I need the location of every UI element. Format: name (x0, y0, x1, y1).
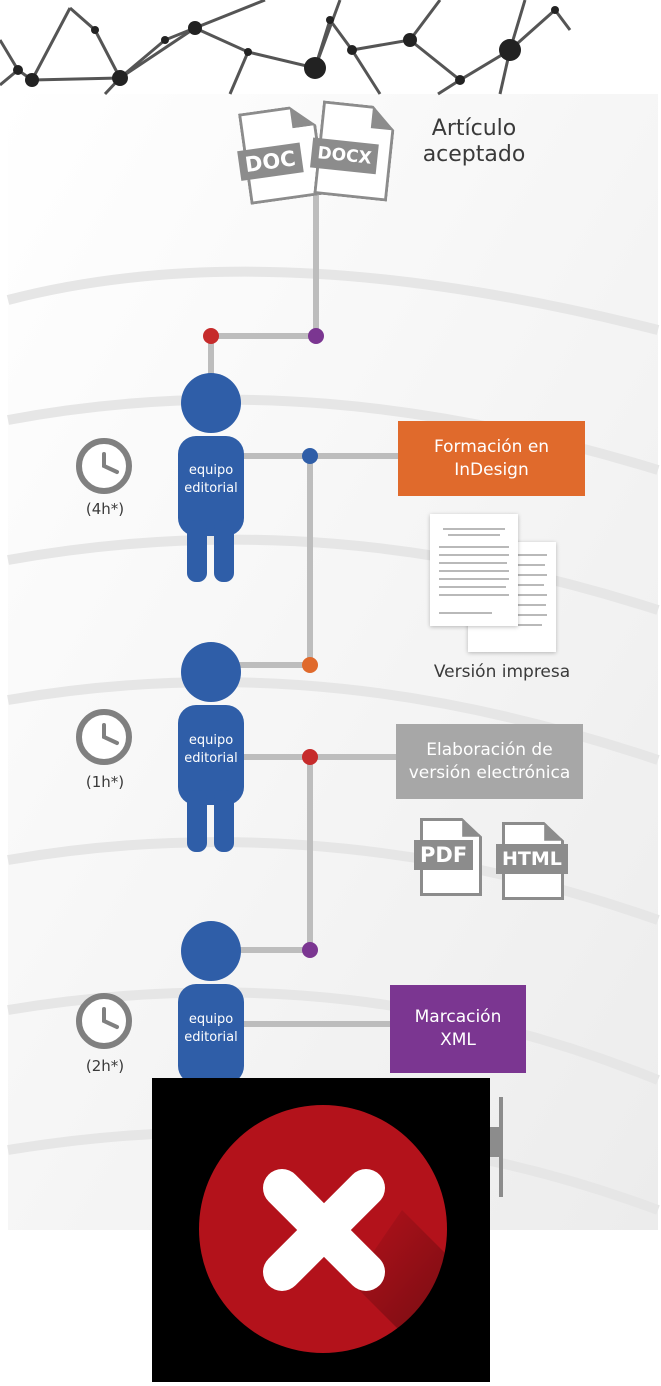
source-label-line: Artículo (431, 116, 517, 141)
actor-label-line: editorial (184, 480, 238, 496)
clock-icon (76, 709, 132, 765)
task-label-line: Formación en (433, 436, 550, 457)
actor-label-line: editorial (184, 750, 238, 766)
node-blue (302, 448, 318, 464)
node-red (302, 749, 318, 765)
source-label: Artículo aceptado (404, 116, 544, 168)
node-purple (302, 942, 318, 958)
task-label-line: Elaboración de (426, 739, 553, 760)
actor-label: equipo editorial (178, 732, 244, 767)
actor-label: equipo editorial (178, 1011, 244, 1046)
task-label-line: InDesign (454, 459, 529, 480)
output-label: Versión impresa (433, 662, 571, 682)
html-badge: HTML (496, 843, 568, 874)
actor-label-line: equipo (188, 733, 234, 748)
error-overlay (152, 1078, 490, 1382)
source-label-line: aceptado (422, 141, 526, 167)
background-waves (6, 266, 660, 1215)
docx-file-icon: DOCX (310, 100, 396, 201)
person-icon (178, 921, 244, 1084)
actor-label-line: equipo (188, 1012, 234, 1027)
partial-file-icon (489, 1097, 503, 1197)
node-orange (302, 657, 318, 673)
connector-lines (208, 195, 401, 1027)
actor-label-line: editorial (184, 1029, 238, 1045)
print-page-front (430, 514, 518, 626)
time-estimate: (1h*) (85, 773, 125, 791)
html-file-icon: HTML (496, 822, 568, 900)
node-red (203, 328, 219, 344)
junction-nodes (203, 328, 324, 958)
task-box: Formación en InDesign (398, 421, 585, 496)
actor-label-line: equipo (188, 463, 234, 478)
clock-icon (76, 993, 132, 1049)
pdf-file-icon: PDF (414, 818, 482, 896)
pdf-badge: PDF (414, 839, 474, 870)
node-purple (308, 328, 324, 344)
clock-icon (76, 438, 132, 494)
task-box: Marcación XML (390, 985, 526, 1073)
task-label-line: Marcación (414, 1007, 502, 1028)
person-icon (178, 642, 244, 852)
task-label-line: versión electrónica (408, 762, 571, 783)
task-box: Elaboración de versión electrónica (396, 724, 583, 799)
close-icon[interactable] (152, 1078, 490, 1382)
time-estimate: (2h*) (85, 1057, 125, 1075)
person-icon (178, 373, 244, 582)
actor-label: equipo editorial (178, 462, 244, 497)
task-label-line: XML (440, 1030, 476, 1050)
time-estimate: (4h*) (85, 500, 125, 518)
network-pattern (0, 0, 572, 96)
